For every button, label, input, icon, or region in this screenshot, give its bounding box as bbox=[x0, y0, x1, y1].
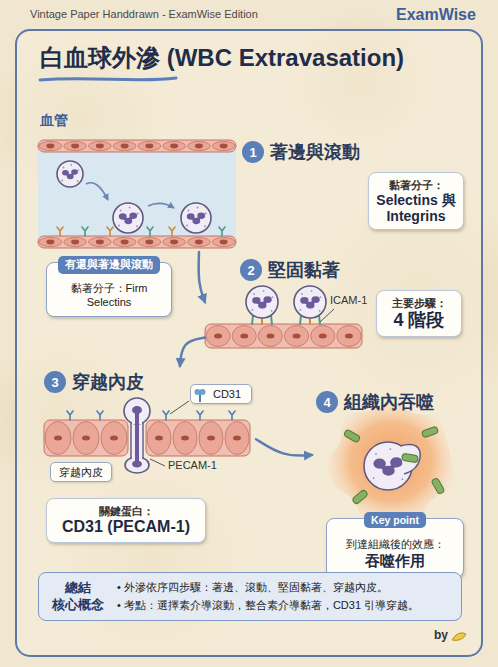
migrating-leukocyte bbox=[124, 398, 150, 473]
flow-arrow bbox=[180, 338, 205, 366]
receptor bbox=[67, 411, 73, 420]
step-number: 3 bbox=[44, 371, 66, 393]
callout-body: 黏著分子：Firm Selectins bbox=[53, 281, 165, 310]
receptor bbox=[169, 227, 175, 236]
step-number: 2 bbox=[240, 259, 262, 281]
callout-body: Selectins 與 Integrins bbox=[375, 192, 457, 224]
header-note: Vintage Paper Handdrawn - ExamWise Editi… bbox=[30, 8, 258, 20]
step-title: 著邊與滾動 bbox=[270, 140, 360, 164]
brand-name: ExamWise bbox=[396, 6, 476, 24]
motion-arrow bbox=[148, 203, 174, 208]
step-panel: 3 穿越內皮 CD31 穿越內皮 bbox=[40, 366, 256, 488]
step-heading: 2 堅固黏著 bbox=[240, 258, 340, 282]
leukocyte bbox=[246, 286, 278, 318]
protein-icon bbox=[194, 388, 206, 402]
step-title: 組織內吞噬 bbox=[344, 390, 434, 414]
summary-heading: 總結 核心概念 bbox=[49, 580, 107, 614]
step-panel: 1 著邊與滾動 bbox=[36, 136, 362, 252]
leukocyte bbox=[113, 203, 143, 233]
endothelium bbox=[38, 236, 236, 248]
receptor bbox=[229, 411, 235, 420]
receptor bbox=[82, 227, 88, 236]
callout-box: 黏著分子：Selectins 與 Integrins bbox=[368, 172, 464, 230]
leukocyte bbox=[57, 161, 83, 187]
leukocyte bbox=[181, 203, 211, 233]
note-box: 有還與著邊與滾動黏著分子：Firm Selectins bbox=[46, 262, 172, 317]
step-number: 1 bbox=[242, 141, 264, 163]
bacterium bbox=[402, 453, 419, 463]
callout-body: 4 階段 bbox=[383, 310, 455, 331]
receptor bbox=[147, 227, 153, 236]
summary-box: 總結 核心概念 • 外滲依序四步驟：著邊、滾動、堅固黏著、穿越內皮。• 考點：選擇… bbox=[38, 572, 462, 621]
small-label-box: 穿越內皮 bbox=[50, 462, 112, 482]
step-panel: 2 堅固黏著 bbox=[205, 256, 368, 352]
leader-line bbox=[170, 401, 189, 414]
bacterium bbox=[352, 489, 369, 505]
summary-heading-column: 總結 核心概念 bbox=[49, 580, 107, 614]
flow-arrow bbox=[199, 252, 205, 302]
receptor bbox=[197, 411, 203, 420]
callout-body: 吞噬作用 bbox=[333, 551, 457, 571]
endothelium bbox=[44, 420, 128, 456]
bacterium bbox=[431, 477, 445, 494]
receptor bbox=[219, 227, 225, 236]
page-frame bbox=[16, 30, 482, 656]
callout-body: CD31 (PECAM-1) bbox=[53, 518, 199, 536]
pseudopod bbox=[400, 445, 420, 475]
callout-body: 到達組織後的效應： bbox=[333, 537, 457, 551]
endothelium bbox=[205, 324, 362, 348]
leader-line bbox=[320, 309, 334, 322]
tag-label: 有還與著邊與滾動 bbox=[58, 256, 160, 274]
callout-box: 主要步驟：4 階段 bbox=[376, 290, 462, 337]
protein-tag: CD31 bbox=[190, 384, 252, 404]
flow-arrow bbox=[256, 439, 312, 455]
step-panel: 4 組織內吞噬 bbox=[312, 388, 468, 512]
leukocyte bbox=[294, 286, 326, 318]
tissue-region bbox=[328, 401, 455, 523]
bacterium bbox=[421, 426, 438, 438]
endothelium bbox=[38, 140, 236, 152]
receptor bbox=[163, 411, 169, 420]
step-heading: 4 組織內吞噬 bbox=[316, 390, 434, 414]
leader-line bbox=[150, 459, 165, 466]
receptor bbox=[107, 227, 113, 236]
signature: by bbox=[434, 628, 448, 642]
step-heading: 1 著邊與滾動 bbox=[242, 140, 360, 164]
receptor bbox=[97, 411, 103, 420]
summary-bullet: • 外滲依序四步驟：著邊、滾動、堅固黏著、穿越內皮。 bbox=[117, 579, 451, 597]
summary-body-column: • 外滲依序四步驟：著邊、滾動、堅固黏著、穿越內皮。• 考點：選擇素介導滾動，整… bbox=[117, 579, 451, 614]
callout-heading: 關鍵蛋白： bbox=[53, 504, 199, 518]
tag-label: Key point bbox=[364, 512, 426, 528]
vessel-lumen bbox=[38, 150, 236, 238]
title-underline bbox=[40, 78, 176, 80]
small-label: CD31 bbox=[208, 387, 246, 401]
keypoint-box: Key point到達組織後的效應：吞噬作用 bbox=[326, 518, 464, 578]
summary-bullet: • 考點：選擇素介導滾動，整合素介導黏著，CD31 引導穿越。 bbox=[117, 597, 451, 615]
motion-arrow bbox=[86, 183, 108, 200]
step-number: 4 bbox=[316, 391, 338, 413]
callout-heading: 黏著分子： bbox=[375, 178, 457, 192]
receptor bbox=[57, 227, 63, 236]
signature-doodle bbox=[452, 633, 466, 641]
step-title: 堅固黏著 bbox=[268, 258, 340, 282]
molecule-label: PECAM-1 bbox=[168, 459, 217, 471]
small-label: 穿越內皮 bbox=[56, 465, 106, 479]
vessel-label: 血管 bbox=[40, 112, 68, 130]
callout-heading: 主要步驟： bbox=[383, 296, 455, 310]
step-heading: 3 穿越內皮 bbox=[44, 370, 144, 394]
bacterium bbox=[343, 429, 360, 443]
step-title: 穿越內皮 bbox=[72, 370, 144, 394]
diagram-title: 白血球外滲 (WBC Extravasation) bbox=[40, 42, 404, 74]
endothelium bbox=[146, 420, 250, 456]
molecule-label: ICAM-1 bbox=[330, 294, 367, 306]
callout-box: 關鍵蛋白：CD31 (PECAM-1) bbox=[46, 498, 206, 543]
